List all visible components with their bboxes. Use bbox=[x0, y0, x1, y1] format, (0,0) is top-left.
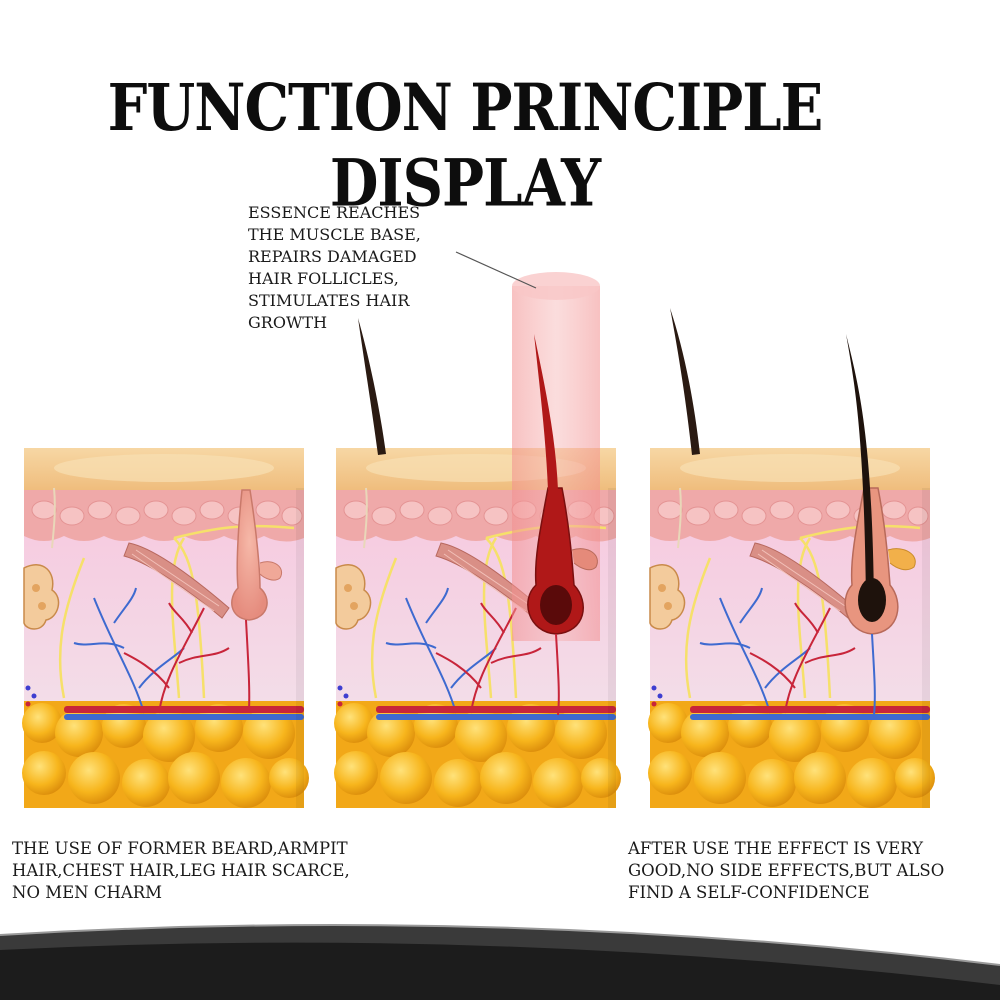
bottom-swoosh bbox=[0, 924, 1000, 1000]
before-caption: THE USE OF FORMER BEARD,ARMPIT HAIR,CHES… bbox=[12, 839, 350, 902]
hair-strand-icon bbox=[358, 318, 386, 455]
treated-follicle-icon bbox=[527, 334, 598, 716]
page-title: FUNCTION PRINCIPLE DISPLAY bbox=[107, 70, 824, 222]
callout-pointer bbox=[455, 251, 537, 289]
skin-block-before bbox=[20, 446, 311, 810]
healthy-follicle-icon bbox=[844, 334, 916, 716]
weak-follicle-icon bbox=[231, 489, 282, 711]
after-caption: AFTER USE THE EFFECT IS VERY GOOD,NO SID… bbox=[628, 839, 945, 902]
hair-strand-icon bbox=[670, 308, 700, 455]
skin-block-after bbox=[646, 446, 937, 810]
essence-callout-text: ESSENCE REACHES THE MUSCLE BASE, REPAIRS… bbox=[248, 203, 421, 332]
